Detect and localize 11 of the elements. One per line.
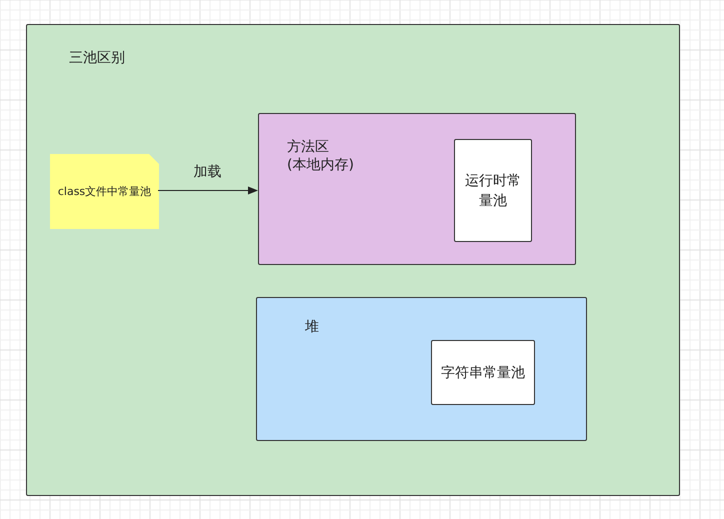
edge-label: 加载 xyxy=(192,162,224,180)
area-box xyxy=(26,24,680,496)
note: class文件中常量池 xyxy=(50,154,159,229)
pool-box: 运行时常量池 xyxy=(454,139,532,242)
region-box xyxy=(256,297,587,441)
region-title: 堆 xyxy=(305,318,320,336)
region-title: 方法区 (本地内存) xyxy=(287,138,355,174)
arrow xyxy=(158,186,258,194)
region-box xyxy=(258,113,576,265)
pool-box: 字符串常量池 xyxy=(431,340,535,405)
area-title: 三池区别 xyxy=(69,49,126,67)
